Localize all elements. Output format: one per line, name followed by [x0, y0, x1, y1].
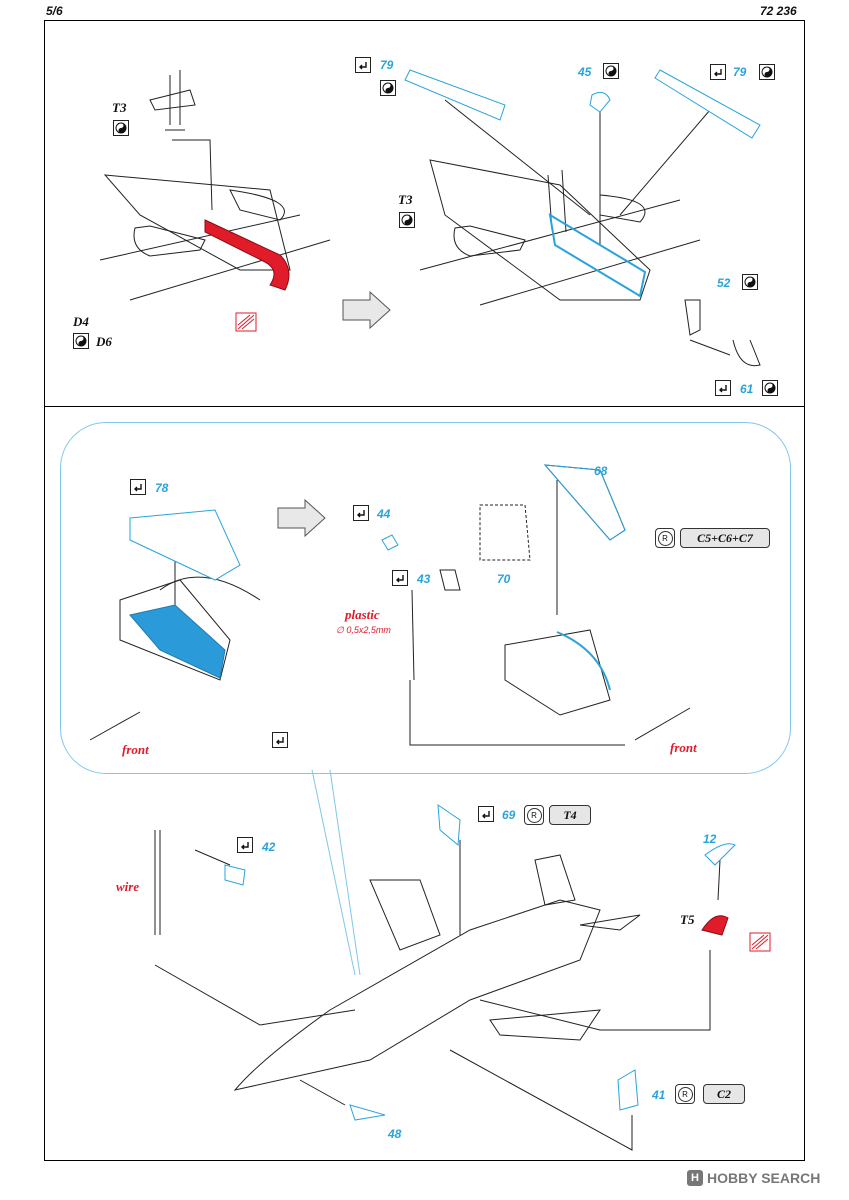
part-44-label: 44: [377, 507, 391, 521]
detail-bubble: [60, 422, 791, 774]
blue-part-12: [704, 843, 736, 866]
part-43-label: 43: [417, 572, 431, 586]
arrow-next-icon-2: [277, 498, 326, 538]
aircraft-body: [233, 899, 601, 1091]
yin-yang-icon: [113, 120, 129, 136]
blue-part-48: [349, 1104, 386, 1121]
fold-icon: [130, 479, 146, 495]
part-41-label: 41: [652, 1088, 666, 1102]
part-79a-label: 79: [380, 58, 394, 72]
kit-code: 72 236: [760, 4, 797, 18]
yin-yang-icon: [742, 274, 758, 290]
fold-icon: [353, 505, 369, 521]
blue-photo-etch-top: [548, 213, 647, 298]
plastic-label: plastic: [345, 607, 380, 622]
label-t3-left: T3: [112, 100, 127, 115]
pod-left: [133, 225, 206, 257]
yin-yang-icon: [603, 63, 619, 79]
fold-icon: [478, 806, 494, 822]
part-42-label: 42: [262, 840, 276, 854]
ref-t4: T4: [549, 805, 591, 825]
blue-fill-panel: [129, 604, 226, 679]
fuselage-right: [429, 159, 651, 301]
label-d4: D4: [73, 314, 89, 329]
yin-yang-icon: [762, 380, 778, 396]
fold-icon: [710, 64, 726, 80]
blue-rim-part: [556, 631, 611, 691]
remove-icon: R: [655, 528, 675, 548]
yin-yang-icon: [759, 64, 775, 80]
remove-icon: R: [675, 1084, 695, 1104]
panel-divider: [44, 406, 805, 407]
fold-icon: [237, 837, 253, 853]
wire-label: wire: [116, 879, 140, 894]
blue-part-45: [589, 91, 611, 113]
remove-icon: R: [524, 805, 544, 825]
label-d6: D6: [96, 334, 112, 349]
paint-hatch-icon-2: [749, 932, 771, 952]
blue-part-41: [617, 1069, 639, 1111]
front-right-label: front: [670, 740, 697, 755]
ref-c2: C2: [703, 1084, 745, 1104]
part-48-label: 48: [388, 1127, 402, 1141]
plastic-size: ∅ 0,5x2,5mm: [336, 625, 391, 635]
part-61-label: 61: [740, 382, 754, 396]
red-part-top: [204, 219, 290, 291]
part-52-shape: [684, 299, 701, 336]
red-part-t5: [701, 915, 729, 936]
hobby-search-logo-icon: H: [687, 1170, 703, 1186]
blue-part-42: [224, 864, 246, 886]
yin-yang-icon: [380, 80, 396, 96]
part-68-label: 68: [594, 464, 608, 478]
yin-yang-icon: [73, 333, 89, 349]
fold-icon: [355, 57, 371, 73]
yin-yang-icon: [399, 212, 415, 228]
fuselage-left: [103, 174, 291, 271]
part-45-label: 45: [578, 65, 592, 79]
part-70-label: 70: [497, 572, 511, 586]
instruction-frame: [44, 20, 805, 1161]
page-number: 5/6: [46, 4, 63, 18]
arrow-next-icon: [342, 290, 391, 330]
blue-panel-78: [129, 509, 241, 581]
blue-part-44: [381, 534, 399, 551]
ref-c5-c6-c7: C5+C6+C7: [680, 528, 770, 548]
watermark: H HOBBY SEARCH: [687, 1170, 820, 1186]
part-69-label: 69: [502, 808, 516, 822]
blue-part-68: [543, 464, 626, 541]
part-61-shape: [732, 339, 761, 367]
fold-icon: [715, 380, 731, 396]
blue-part-79a: [404, 69, 506, 121]
part-79b-label: 79: [733, 65, 747, 79]
fold-icon: [392, 570, 408, 586]
blue-part-69: [437, 803, 461, 847]
part-52-label: 52: [717, 276, 731, 290]
front-left-label: front: [122, 742, 149, 757]
fold-icon: [272, 732, 288, 748]
part-12-label: 12: [703, 832, 717, 846]
watermark-text: HOBBY SEARCH: [707, 1170, 821, 1186]
part-78-label: 78: [155, 481, 169, 495]
paint-hatch-icon: [235, 312, 257, 332]
label-t5: T5: [680, 912, 695, 927]
label-t3-right: T3: [398, 192, 413, 207]
blue-part-79b: [654, 69, 761, 139]
